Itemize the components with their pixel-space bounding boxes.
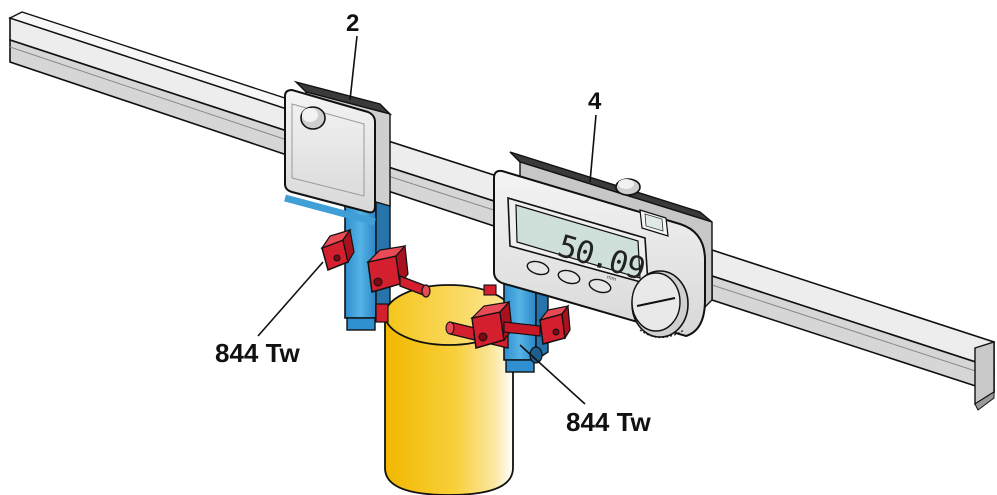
leader-lines (257, 35, 597, 405)
callout-clamp-right: 844 Tw (566, 407, 651, 437)
leader-line-clamp-right (519, 344, 586, 405)
measuring-rail-right (711, 248, 995, 411)
left-slide-unit (284, 80, 393, 331)
callout-part-4: 4 (588, 88, 602, 115)
measuring-rail-middle (384, 138, 501, 230)
callout-clamp-left: 844 Tw (215, 338, 300, 368)
right-slide-unit: 50.09 mm (493, 151, 713, 373)
callout-part-2: 2 (346, 10, 360, 37)
lcd-unit: mm (606, 274, 617, 283)
left-clamp-844tw (320, 228, 431, 323)
leader-line-2 (349, 35, 358, 101)
leader-line-clamp-left (257, 261, 324, 337)
right-clamp-844tw (445, 284, 571, 349)
measuring-rail (8, 11, 302, 158)
leader-line-4 (589, 114, 597, 183)
